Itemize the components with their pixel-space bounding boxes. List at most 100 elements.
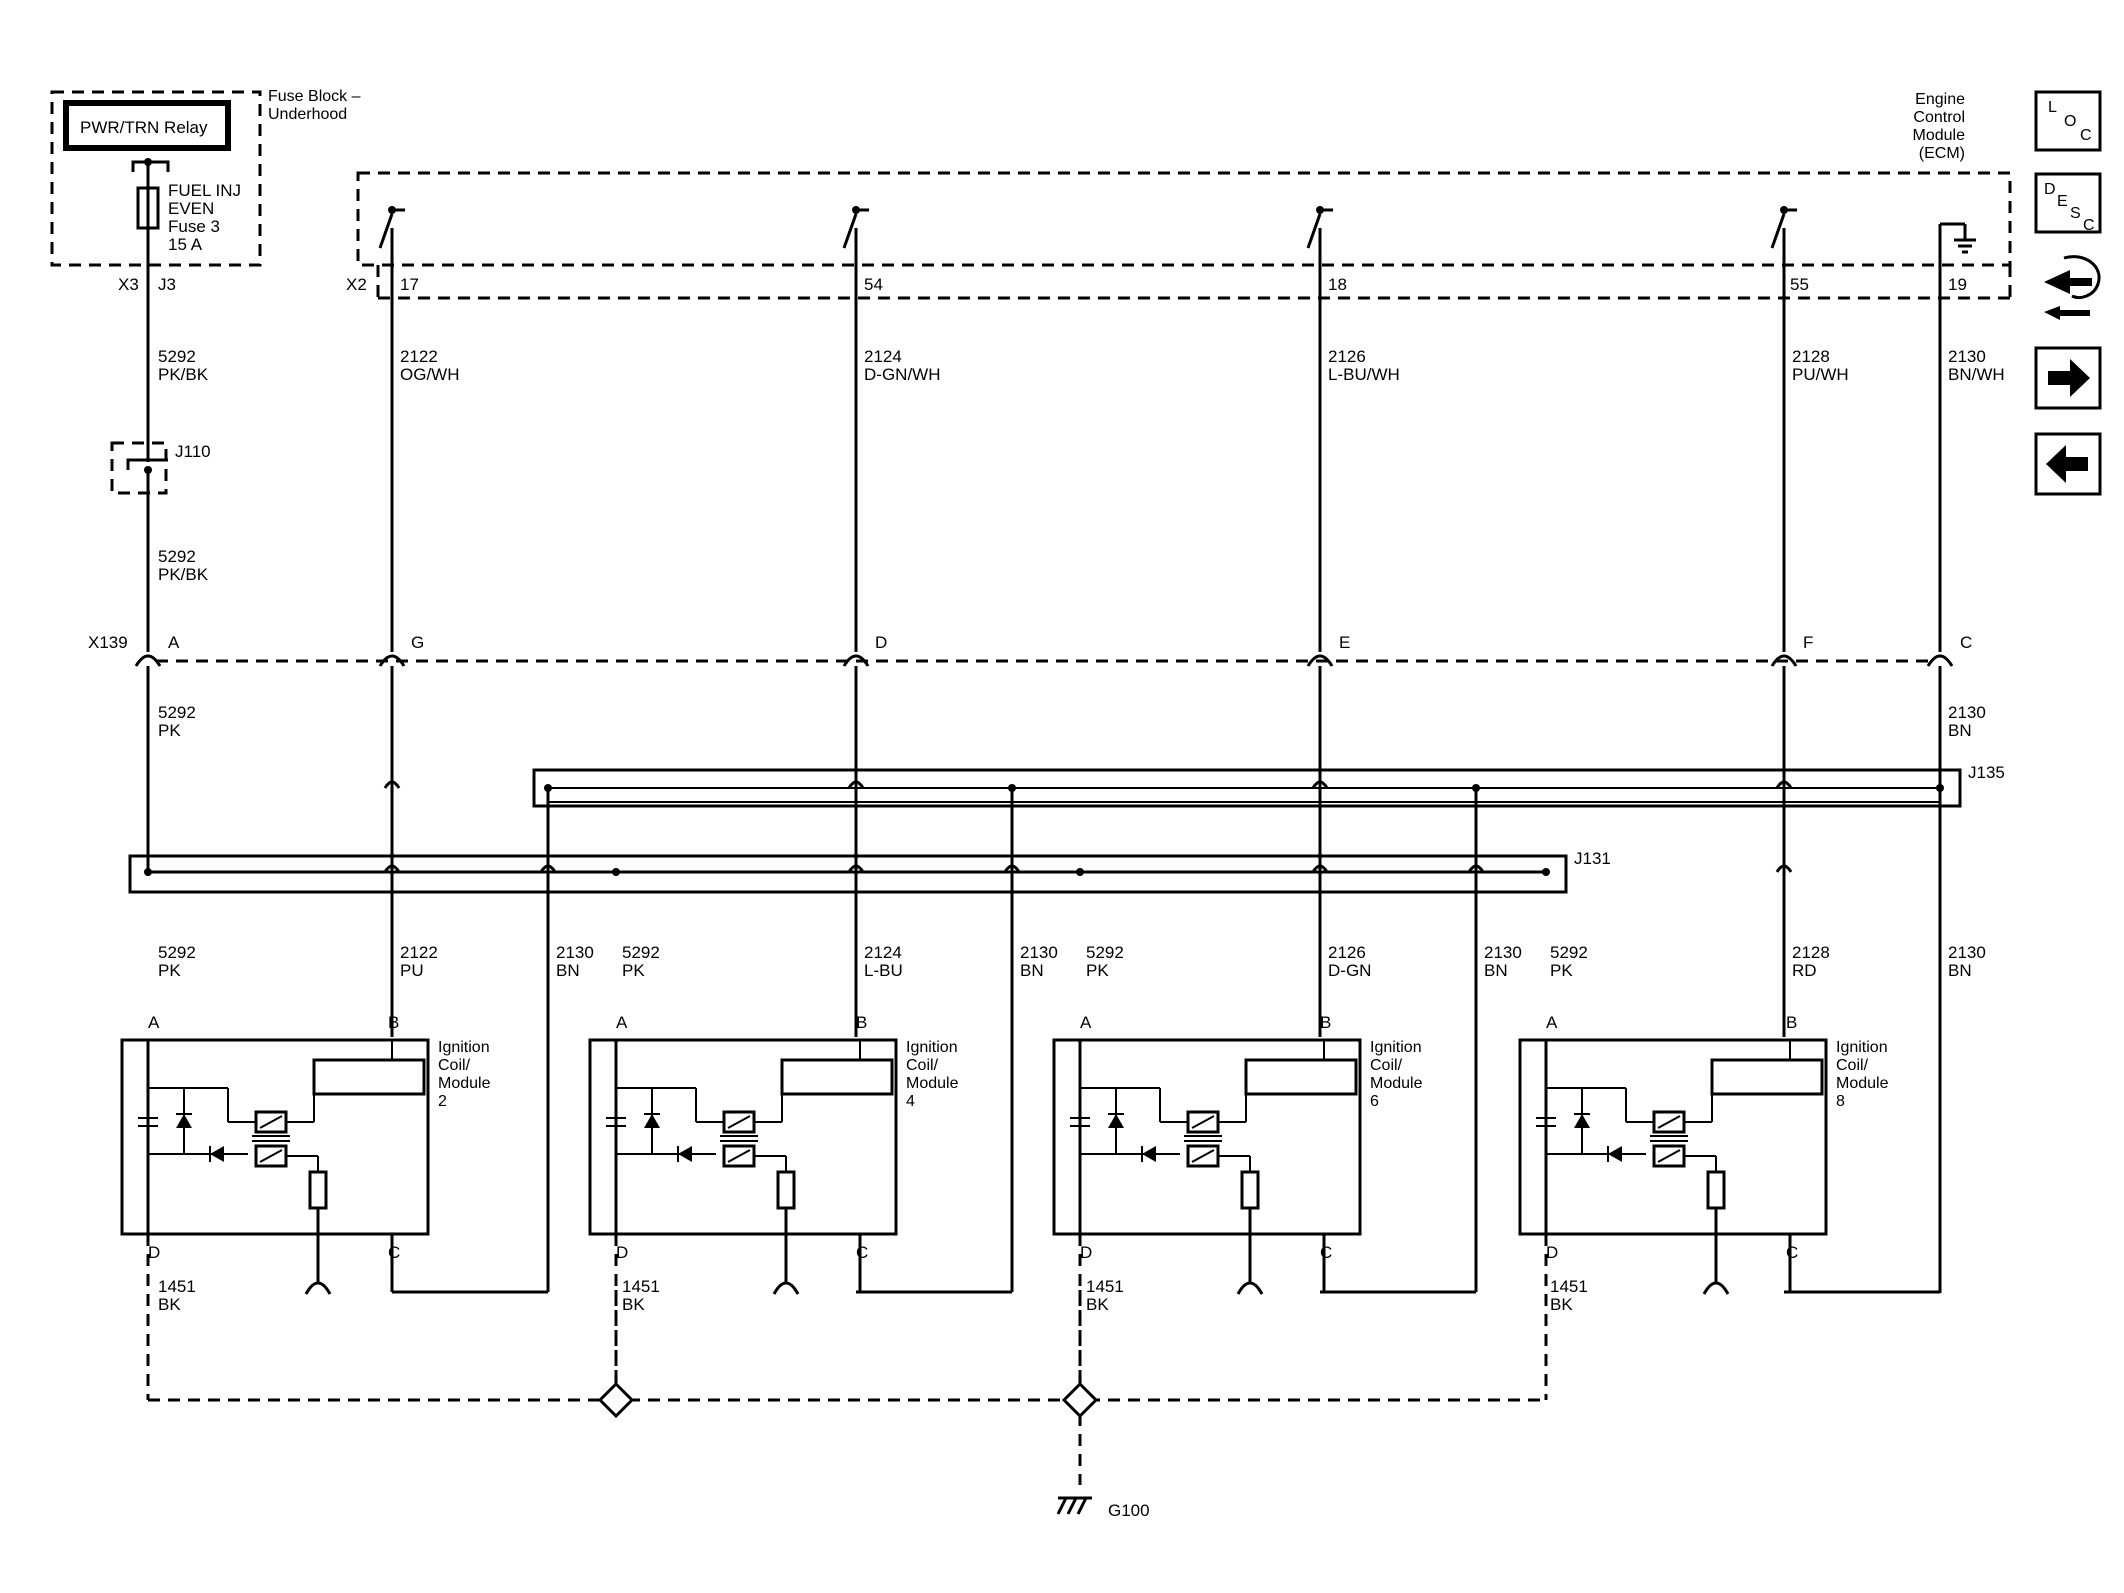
j131-label: J131 [1574, 849, 1611, 868]
coil-title: Module [1370, 1075, 1423, 1092]
svg-text:2122: 2122 [400, 943, 438, 962]
coil-title: Ignition [1370, 1039, 1422, 1056]
svg-text:BN: BN [556, 961, 580, 980]
fuse-pin-label: J3 [158, 275, 176, 294]
svg-text:1451: 1451 [622, 1277, 660, 1296]
back-arrow-icon[interactable] [2034, 432, 2102, 496]
connector-pin-icon [1306, 654, 1334, 667]
svg-text:BK: BK [158, 1295, 181, 1314]
svg-text:E: E [2057, 193, 2068, 210]
svg-text:BN/WH: BN/WH [1948, 365, 2005, 384]
description-icon[interactable]: D E S C [2034, 172, 2102, 234]
svg-text:PK: PK [1086, 961, 1109, 980]
svg-text:C: C [1960, 633, 1972, 652]
svg-text:2126: 2126 [1328, 347, 1366, 366]
fuse-label-1: FUEL INJ [168, 181, 241, 200]
svg-text:BN: BN [1020, 961, 1044, 980]
ecm-driver-switch-icon [842, 206, 869, 249]
coil-pin-b: B [388, 1013, 399, 1032]
ecm-title-1: Engine [1915, 91, 1965, 108]
svg-text:L: L [2048, 99, 2057, 116]
splice-pack-j135: J135 [532, 763, 2005, 808]
pwr-trn-relay-label: PWR/TRN Relay [80, 118, 208, 137]
coil-title: Module [438, 1075, 491, 1092]
wires [146, 228, 1942, 1293]
svg-text:BN: BN [1484, 961, 1508, 980]
crossover-icon [847, 864, 865, 873]
svg-text:S: S [2070, 205, 2081, 222]
svg-text:2124: 2124 [864, 347, 902, 366]
svg-text:BK: BK [1086, 1295, 1109, 1314]
ecm-connector-label: X2 [346, 275, 367, 294]
splice-pack-j131: J131 [128, 849, 1611, 894]
svg-text:OG/WH: OG/WH [400, 365, 460, 384]
chassis-ground-icon [1056, 1496, 1092, 1515]
svg-text:5292: 5292 [1550, 943, 1588, 962]
svg-text:BK: BK [1550, 1295, 1573, 1314]
svg-text:2130: 2130 [556, 943, 594, 962]
crossover-icon [1467, 864, 1485, 873]
svg-text:PU/WH: PU/WH [1792, 365, 1849, 384]
svg-text:D: D [875, 633, 887, 652]
connector-pin-icon [1770, 654, 1798, 667]
ecm-pin-54: 54 [864, 275, 883, 294]
ecm-title-3: Module [1913, 127, 1966, 144]
coil-title: Module [1836, 1075, 1889, 1092]
coil-pin-a: A [616, 1013, 628, 1032]
svg-text:5292: 5292 [158, 703, 196, 722]
svg-text:PK: PK [622, 961, 645, 980]
coil-title: Module [906, 1075, 959, 1092]
coil-title: Coil/ [1836, 1057, 1869, 1074]
svg-text:2130: 2130 [1948, 347, 1986, 366]
svg-text:5292: 5292 [622, 943, 660, 962]
pwr-trn-relay-box [63, 100, 231, 151]
fuse-block-title-2: Underhood [268, 106, 347, 123]
coil-pin-d: D [1546, 1243, 1558, 1262]
svg-text:C: C [2080, 127, 2092, 144]
ecm-driver-switch-icon [1770, 206, 1797, 249]
svg-text:L-BU: L-BU [864, 961, 903, 980]
post-x139-labels: 5292 PK 2130 BN [158, 703, 1986, 740]
crossover-icon [539, 864, 557, 873]
fuse-block-title-1: Fuse Block – [268, 88, 361, 105]
ecm-pin-55: 55 [1790, 275, 1809, 294]
coil-pin-d: D [616, 1243, 628, 1262]
svg-text:2130: 2130 [1020, 943, 1058, 962]
svg-text:1451: 1451 [1550, 1277, 1588, 1296]
ground-icon [772, 1281, 800, 1295]
svg-text:PU: PU [400, 961, 424, 980]
splice-diamond-icon [1061, 1381, 1099, 1419]
svg-text:PK: PK [158, 721, 181, 740]
svg-text:D-GN: D-GN [1328, 961, 1371, 980]
crossover-icon [847, 780, 865, 789]
svg-text:PK: PK [158, 961, 181, 980]
crossover-icon [1311, 780, 1329, 789]
location-icon[interactable]: L O C [2034, 90, 2102, 152]
svg-text:D: D [2044, 181, 2056, 198]
ecm-pin-18: 18 [1328, 275, 1347, 294]
j135-label: J135 [1968, 763, 2005, 782]
svg-text:2122: 2122 [400, 347, 438, 366]
svg-text:BN: BN [1948, 721, 1972, 740]
connector-pin-icon [842, 654, 870, 667]
svg-text:2128: 2128 [1792, 347, 1830, 366]
connector-end-view-icon[interactable] [2044, 255, 2101, 320]
coil-pin-a: A [148, 1013, 160, 1032]
forward-arrow-icon[interactable] [2034, 346, 2102, 410]
g100-label: G100 [1108, 1501, 1150, 1520]
coil-pin-a: A [1546, 1013, 1558, 1032]
connector-pin-icon [1926, 654, 1954, 667]
crossover-icon [1003, 864, 1021, 873]
fuse-block: Fuse Block – Underhood PWR/TRN Relay FUE… [50, 88, 361, 294]
svg-text:BN: BN [1948, 961, 1972, 980]
coil-title: Ignition [438, 1039, 490, 1056]
inline-connector-x139: X139 A G D E F C [88, 633, 1972, 667]
fuse-label-4: 15 A [168, 235, 203, 254]
ground-icon [1702, 1281, 1730, 1295]
upper-wire-labels: 5292 PK/BK 2122 OG/WH 2124 D-GN/WH 2126 … [158, 347, 2005, 584]
